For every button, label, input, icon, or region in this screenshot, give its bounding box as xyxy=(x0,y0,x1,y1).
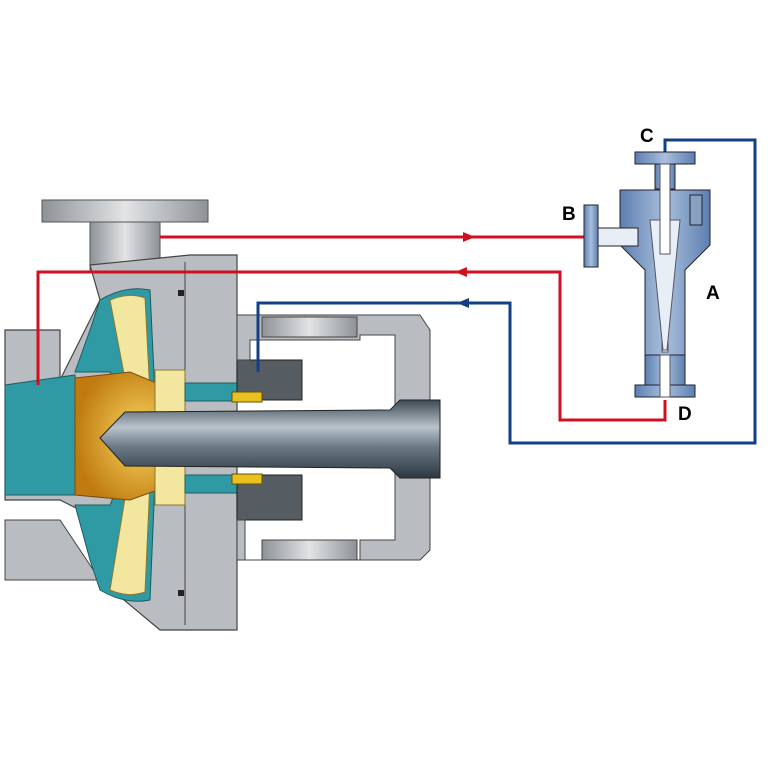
suction-inlet xyxy=(4,374,76,496)
label-d: D xyxy=(678,404,692,425)
red-flush-line xyxy=(36,235,667,422)
label-c: C xyxy=(640,126,654,147)
blue-return-line xyxy=(256,138,757,445)
bearing-bracket xyxy=(236,314,431,561)
label-a: A xyxy=(706,283,720,304)
impeller xyxy=(74,288,186,602)
label-b: B xyxy=(562,204,576,225)
cyclone-separator xyxy=(583,151,711,398)
shaft xyxy=(99,399,441,479)
arrow-left-icon xyxy=(457,298,469,308)
arrow-right-icon xyxy=(463,232,475,242)
seal-housing xyxy=(184,359,303,521)
arrow-left-icon xyxy=(455,267,467,277)
